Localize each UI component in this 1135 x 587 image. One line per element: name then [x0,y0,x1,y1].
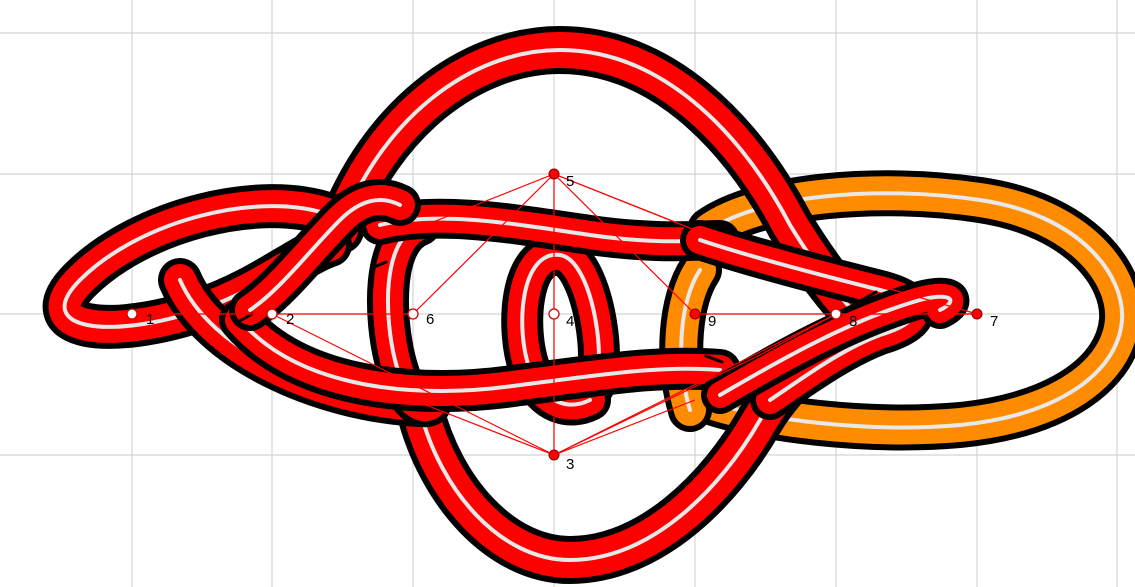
knot-strands[interactable] [65,50,1123,560]
node-2-label: 2 [286,311,294,328]
node-6-label: 6 [426,311,434,328]
node-3[interactable]: 3 [549,450,574,473]
strand-lower-band[interactable] [240,320,720,391]
node-1-label: 1 [146,311,154,328]
node-3-label: 3 [566,456,574,473]
node-9-label: 9 [708,313,716,330]
node-5[interactable]: 5 [549,169,574,190]
node-8-label: 8 [849,313,857,330]
node-7[interactable]: 7 [972,309,998,330]
node-4[interactable]: 4 [549,309,574,330]
node-4-label: 4 [566,313,574,330]
node-7-label: 7 [990,313,998,330]
strand-upper-band[interactable] [380,219,720,242]
node-6[interactable]: 6 [408,309,434,328]
node-5-label: 5 [566,173,574,190]
